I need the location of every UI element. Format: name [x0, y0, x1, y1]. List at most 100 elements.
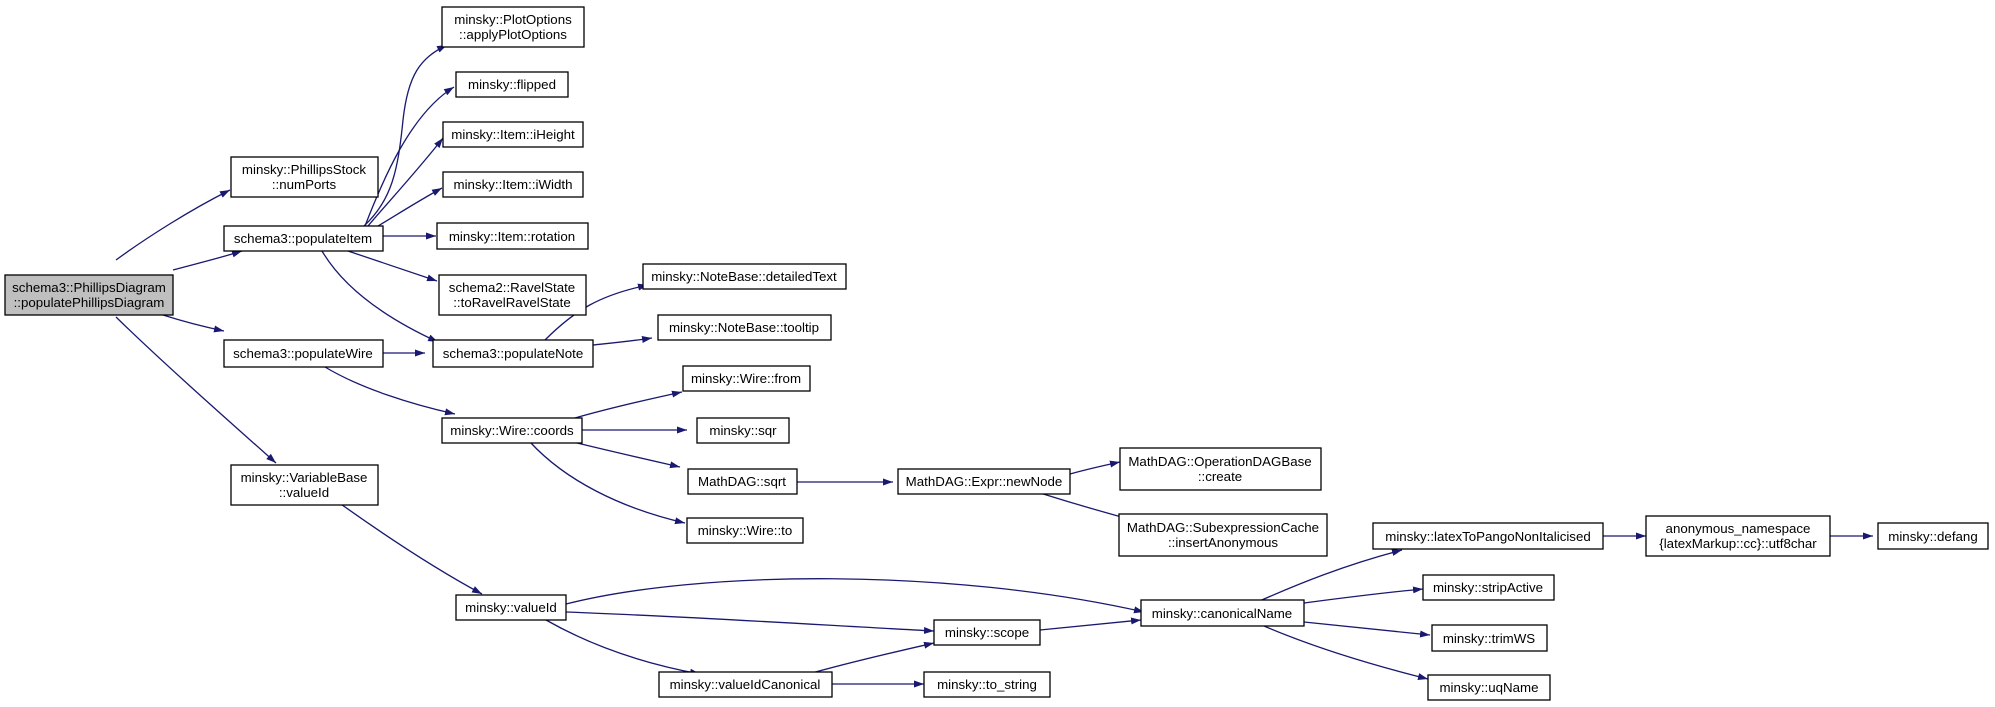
- node-utf8char-label-1: anonymous_namespace: [1666, 521, 1811, 536]
- node-utf8char-label-2: {latexMarkup::cc}::utf8char: [1659, 536, 1817, 551]
- node-utf8char[interactable]: anonymous_namespace {latexMarkup::cc}::u…: [1645, 515, 1831, 557]
- node-valueid-label: minsky::valueId: [465, 600, 557, 615]
- node-detailedtext[interactable]: minsky::NoteBase::detailedText: [642, 263, 847, 290]
- node-applyplotoptions-label-2: ::applyPlotOptions: [459, 27, 567, 42]
- node-sqr-label: minsky::sqr: [709, 423, 777, 438]
- node-trimws-label: minsky::trimWS: [1443, 631, 1535, 646]
- node-insertanonymous-label-1: MathDAG::SubexpressionCache: [1127, 520, 1319, 535]
- edge-populatenote-detailedtext: [544, 283, 649, 341]
- edge-root-valueidvb: [115, 316, 277, 464]
- node-valueidvb[interactable]: minsky::VariableBase ::valueId: [230, 464, 379, 506]
- node-toravel-label-2: ::toRavelRavelState: [453, 295, 571, 310]
- edge-populateitem-toravel: [347, 250, 438, 282]
- node-root-label-2: ::populatePhillipsDiagram: [14, 295, 165, 310]
- node-defang[interactable]: minsky::defang: [1877, 522, 1989, 550]
- node-scope-label: minsky::scope: [945, 625, 1029, 640]
- edge-coords-wirefrom: [574, 390, 683, 419]
- edge-newnode-create: [1069, 460, 1121, 475]
- node-wirefrom[interactable]: minsky::Wire::from: [682, 365, 811, 392]
- node-applyplotoptions-label-1: minsky::PlotOptions: [454, 12, 572, 27]
- node-valueid[interactable]: minsky::valueId: [455, 594, 567, 621]
- node-create[interactable]: MathDAG::OperationDAGBase ::create: [1119, 447, 1322, 491]
- node-insertanonymous[interactable]: MathDAG::SubexpressionCache ::insertAnon…: [1118, 513, 1328, 557]
- node-populatewire-label: schema3::populateWire: [233, 346, 373, 361]
- node-tooltip[interactable]: minsky::NoteBase::tooltip: [657, 314, 832, 341]
- node-iheight[interactable]: minsky::Item::iHeight: [442, 121, 584, 148]
- node-detailedtext-label: minsky::NoteBase::detailedText: [651, 269, 837, 284]
- node-uqname[interactable]: minsky::uqName: [1427, 674, 1551, 701]
- node-valueidcanonical-label: minsky::valueIdCanonical: [670, 677, 821, 692]
- node-coords-label: minsky::Wire::coords: [450, 423, 574, 438]
- node-tostring[interactable]: minsky::to_string: [923, 671, 1051, 698]
- node-wirefrom-label: minsky::Wire::from: [691, 371, 801, 386]
- node-iheight-label: minsky::Item::iHeight: [451, 127, 575, 142]
- node-populatenote-label: schema3::populateNote: [443, 346, 583, 361]
- node-toravel-label-1: schema2::RavelState: [449, 280, 575, 295]
- node-uqname-label: minsky::uqName: [1439, 680, 1538, 695]
- node-coords[interactable]: minsky::Wire::coords: [441, 417, 583, 444]
- edge-valueid-canonicalname: [565, 578, 1145, 614]
- node-valueidvb-label-2: ::valueId: [279, 485, 329, 500]
- node-newnode-label: MathDAG::Expr::newNode: [906, 474, 1063, 489]
- edge-coords-sqrt: [564, 439, 681, 469]
- edge-root-numports: [115, 189, 231, 261]
- edge-populatewire-coords: [324, 366, 456, 416]
- edge-canonicalname-latextopango: [1254, 549, 1403, 604]
- node-defang-label: minsky::defang: [1888, 529, 1977, 544]
- edge-canonicalname-trimws: [1303, 621, 1431, 638]
- node-valueidvb-label-1: minsky::VariableBase: [241, 470, 368, 485]
- node-insertanonymous-label-2: ::insertAnonymous: [1168, 535, 1278, 550]
- node-numports-label-2: ::numPorts: [272, 177, 337, 192]
- edge-canonicalname-stripactive: [1303, 586, 1424, 604]
- node-trimws[interactable]: minsky::trimWS: [1431, 624, 1548, 652]
- edge-root-populatewire: [162, 314, 225, 333]
- node-create-label-2: ::create: [1198, 469, 1242, 484]
- node-populatenote[interactable]: schema3::populateNote: [432, 339, 594, 368]
- node-flipped-label: minsky::flipped: [468, 77, 556, 92]
- node-root[interactable]: schema3::PhillipsDiagram ::populatePhill…: [4, 274, 174, 316]
- node-wireto[interactable]: minsky::Wire::to: [686, 517, 804, 544]
- edge-populateitem-iheight: [367, 137, 444, 227]
- node-stripactive-label: minsky::stripActive: [1433, 580, 1543, 595]
- node-populateitem[interactable]: schema3::populateItem: [223, 225, 384, 252]
- edge-populateitem-populatenote: [321, 250, 439, 343]
- edge-valueidvb-valueid: [337, 501, 483, 595]
- edge-valueidcanonical-scope: [804, 641, 935, 676]
- node-sqrt[interactable]: MathDAG::sqrt: [687, 468, 798, 495]
- edge-root-populateitem: [172, 250, 243, 271]
- node-iwidth[interactable]: minsky::Item::iWidth: [442, 171, 584, 198]
- edge-valueid-valueidcanonical: [545, 619, 701, 676]
- node-root-label-1: schema3::PhillipsDiagram: [12, 280, 166, 295]
- node-sqr[interactable]: minsky::sqr: [696, 417, 790, 444]
- node-numports-label-1: minsky::PhillipsStock: [242, 162, 366, 177]
- node-latextopango[interactable]: minsky::latexToPangoNonItalicised: [1372, 522, 1604, 550]
- node-applyplotoptions[interactable]: minsky::PlotOptions ::applyPlotOptions: [441, 6, 585, 48]
- node-populateitem-label: schema3::populateItem: [234, 231, 372, 246]
- node-create-label-1: MathDAG::OperationDAGBase: [1128, 454, 1311, 469]
- node-rotation-label: minsky::Item::rotation: [449, 229, 575, 244]
- edge-scope-canonicalname: [1039, 617, 1142, 631]
- node-scope[interactable]: minsky::scope: [933, 619, 1041, 646]
- node-latextopango-label: minsky::latexToPangoNonItalicised: [1385, 529, 1590, 544]
- node-numports[interactable]: minsky::PhillipsStock ::numPorts: [230, 156, 379, 198]
- node-toravel[interactable]: schema2::RavelState ::toRavelRavelState: [438, 274, 587, 316]
- node-newnode[interactable]: MathDAG::Expr::newNode: [897, 468, 1071, 495]
- node-flipped[interactable]: minsky::flipped: [455, 71, 569, 98]
- node-wireto-label: minsky::Wire::to: [698, 523, 793, 538]
- node-canonicalname[interactable]: minsky::canonicalName: [1140, 599, 1305, 627]
- edge-populateitem-flipped: [364, 86, 455, 227]
- node-tostring-label: minsky::to_string: [937, 677, 1037, 692]
- edge-populateitem-applyplotoptions: [363, 44, 448, 227]
- node-rotation[interactable]: minsky::Item::rotation: [436, 222, 589, 250]
- node-canonicalname-label: minsky::canonicalName: [1152, 606, 1292, 621]
- edge-populatenote-tooltip: [592, 336, 653, 346]
- edge-populateitem-iwidth: [377, 187, 443, 227]
- node-valueidcanonical[interactable]: minsky::valueIdCanonical: [658, 671, 833, 698]
- node-populatewire[interactable]: schema3::populateWire: [223, 339, 384, 368]
- edge-valueid-scope: [565, 611, 935, 634]
- node-tooltip-label: minsky::NoteBase::tooltip: [669, 320, 819, 335]
- node-stripactive[interactable]: minsky::stripActive: [1422, 574, 1555, 601]
- edge-canonicalname-uqname: [1263, 625, 1429, 680]
- edge-coords-wireto: [529, 441, 686, 525]
